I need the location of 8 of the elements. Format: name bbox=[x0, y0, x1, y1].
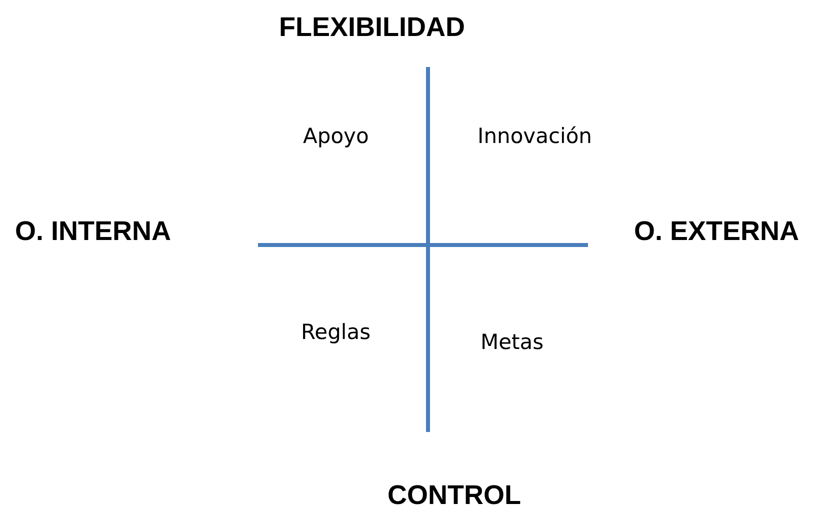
quadrant-label: Metas bbox=[480, 330, 544, 354]
axis-label: FLEXIBILIDAD bbox=[279, 12, 465, 44]
axis-label: CONTROL bbox=[388, 480, 521, 512]
quadrant-label: Innovación bbox=[478, 124, 592, 148]
axis-label: O. INTERNA bbox=[15, 216, 172, 248]
quadrant-label: Reglas bbox=[301, 320, 371, 344]
axis-label: O. EXTERNA bbox=[634, 216, 800, 248]
quadrant-label: Apoyo bbox=[303, 124, 369, 148]
